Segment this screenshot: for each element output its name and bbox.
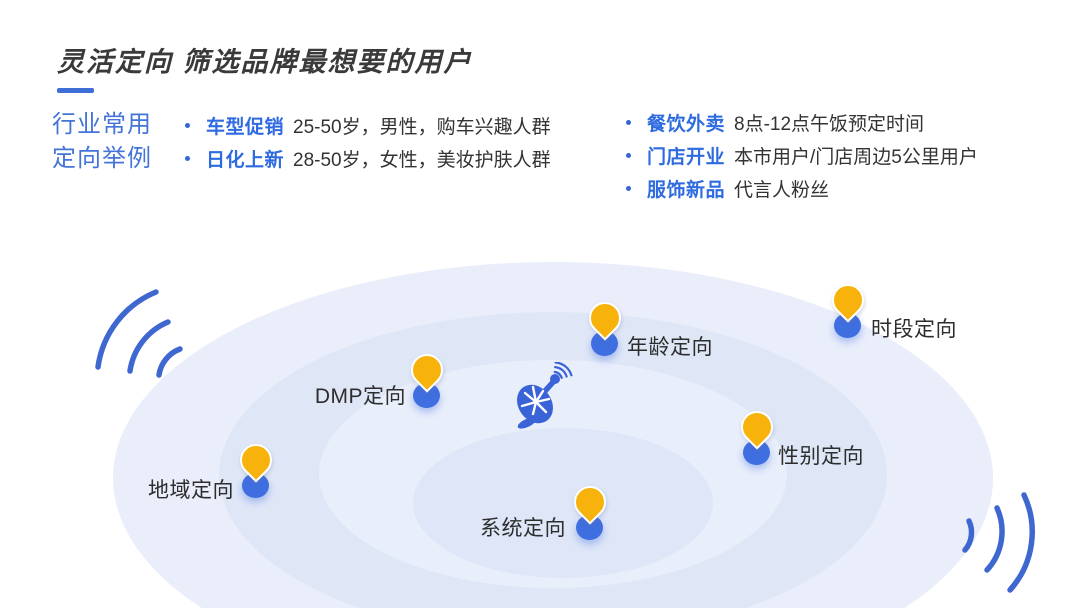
pin-dmp-targeting [404, 347, 450, 408]
examples-column-2: 餐饮外卖 8点-12点午饭预定时间 门店开业 本市用户/门店周边5公里用户 服饰… [626, 110, 978, 209]
page-title: 灵活定向 筛选品牌最想要的用户 [57, 47, 473, 77]
radar-ring-inner [413, 428, 713, 578]
example-desc: 本市用户/门店周边5公里用户 [734, 146, 978, 168]
example-label: 餐饮外卖 [647, 113, 726, 135]
bullet-dot-icon [185, 122, 190, 128]
pin-label-gender: 性别定向 [778, 445, 864, 468]
bullet-dot-icon [626, 152, 631, 158]
example-desc: 25-50岁，男性，购车兴趣人群 [293, 116, 551, 138]
title-underline [57, 88, 94, 93]
map-pin-icon [734, 404, 780, 450]
map-pin-icon [233, 437, 279, 483]
map-pin-icon [582, 295, 628, 341]
examples-column-1: 车型促销 25-50岁，男性，购车兴趣人群 日化上新 28-50岁，女性，美妆护… [185, 113, 551, 179]
pin-region-targeting [233, 437, 279, 498]
example-desc: 8点-12点午饭预定时间 [734, 113, 925, 135]
bullet-dot-icon [626, 185, 631, 191]
map-pin-icon [567, 479, 613, 525]
list-item: 日化上新 28-50岁，女性，美妆护肤人群 [185, 146, 551, 171]
bullet-dot-icon [626, 119, 631, 125]
example-label: 服饰新品 [647, 179, 726, 201]
list-item: 车型促销 25-50岁，男性，购车兴趣人群 [185, 113, 551, 138]
pin-label-system: 系统定向 [480, 517, 566, 540]
list-item: 门店开业 本市用户/门店周边5公里用户 [626, 143, 978, 168]
pin-label-time: 时段定向 [871, 318, 957, 341]
map-pin-icon [404, 347, 450, 393]
pin-label-age: 年龄定向 [627, 336, 713, 359]
section-label-line2: 定向举例 [52, 145, 152, 172]
example-label: 门店开业 [647, 146, 726, 168]
section-label-line1: 行业常用 [52, 111, 152, 138]
example-desc: 代言人粉丝 [734, 179, 830, 201]
section-label: 行业常用 定向举例 [52, 108, 152, 176]
map-pin-icon [825, 277, 871, 323]
example-label: 车型促销 [206, 116, 285, 138]
bullet-dot-icon [185, 155, 190, 161]
list-item: 服饰新品 代言人粉丝 [626, 176, 978, 201]
example-desc: 28-50岁，女性，美妆护肤人群 [293, 149, 551, 171]
example-label: 日化上新 [206, 149, 285, 171]
pin-label-region: 地域定向 [148, 479, 234, 502]
satellite-dish-icon [517, 362, 573, 429]
pin-age-targeting [582, 295, 628, 356]
pin-label-dmp: DMP定向 [314, 385, 406, 408]
pin-time-targeting [825, 277, 871, 338]
pin-system-targeting [567, 479, 613, 540]
list-item: 餐饮外卖 8点-12点午饭预定时间 [626, 110, 978, 135]
signal-wave-left-icon [95, 289, 183, 378]
pin-gender-targeting [734, 404, 780, 465]
